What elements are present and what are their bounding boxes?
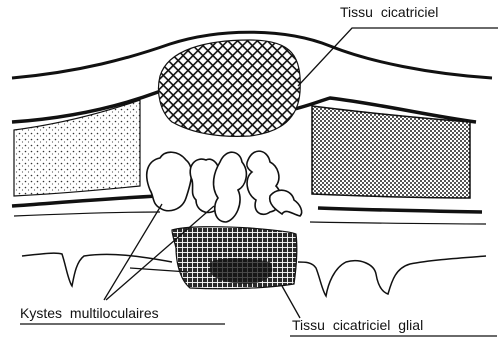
scar-tissue-dome: [159, 40, 301, 136]
lower-membrane-left: [12, 196, 158, 206]
label-glial-scar-tissue: Tissu cicatriciel glial: [292, 318, 423, 332]
cyst-1: [147, 152, 192, 211]
cyst-5: [270, 190, 302, 216]
right-stippled-tissue: [312, 106, 470, 198]
leader-line-glial-scar: [282, 286, 300, 318]
cortex-outline-right: [298, 256, 486, 296]
cyst-3: [214, 152, 247, 222]
label-multilocular-cysts: Kystes multiloculaires: [20, 306, 159, 320]
lower-thin-line-left: [14, 212, 160, 216]
multilocular-cysts: [147, 151, 302, 222]
lower-membrane-right: [318, 208, 482, 212]
label-scar-tissue: Tissu cicatriciel: [340, 5, 438, 19]
lower-thin-line-right: [310, 222, 486, 224]
